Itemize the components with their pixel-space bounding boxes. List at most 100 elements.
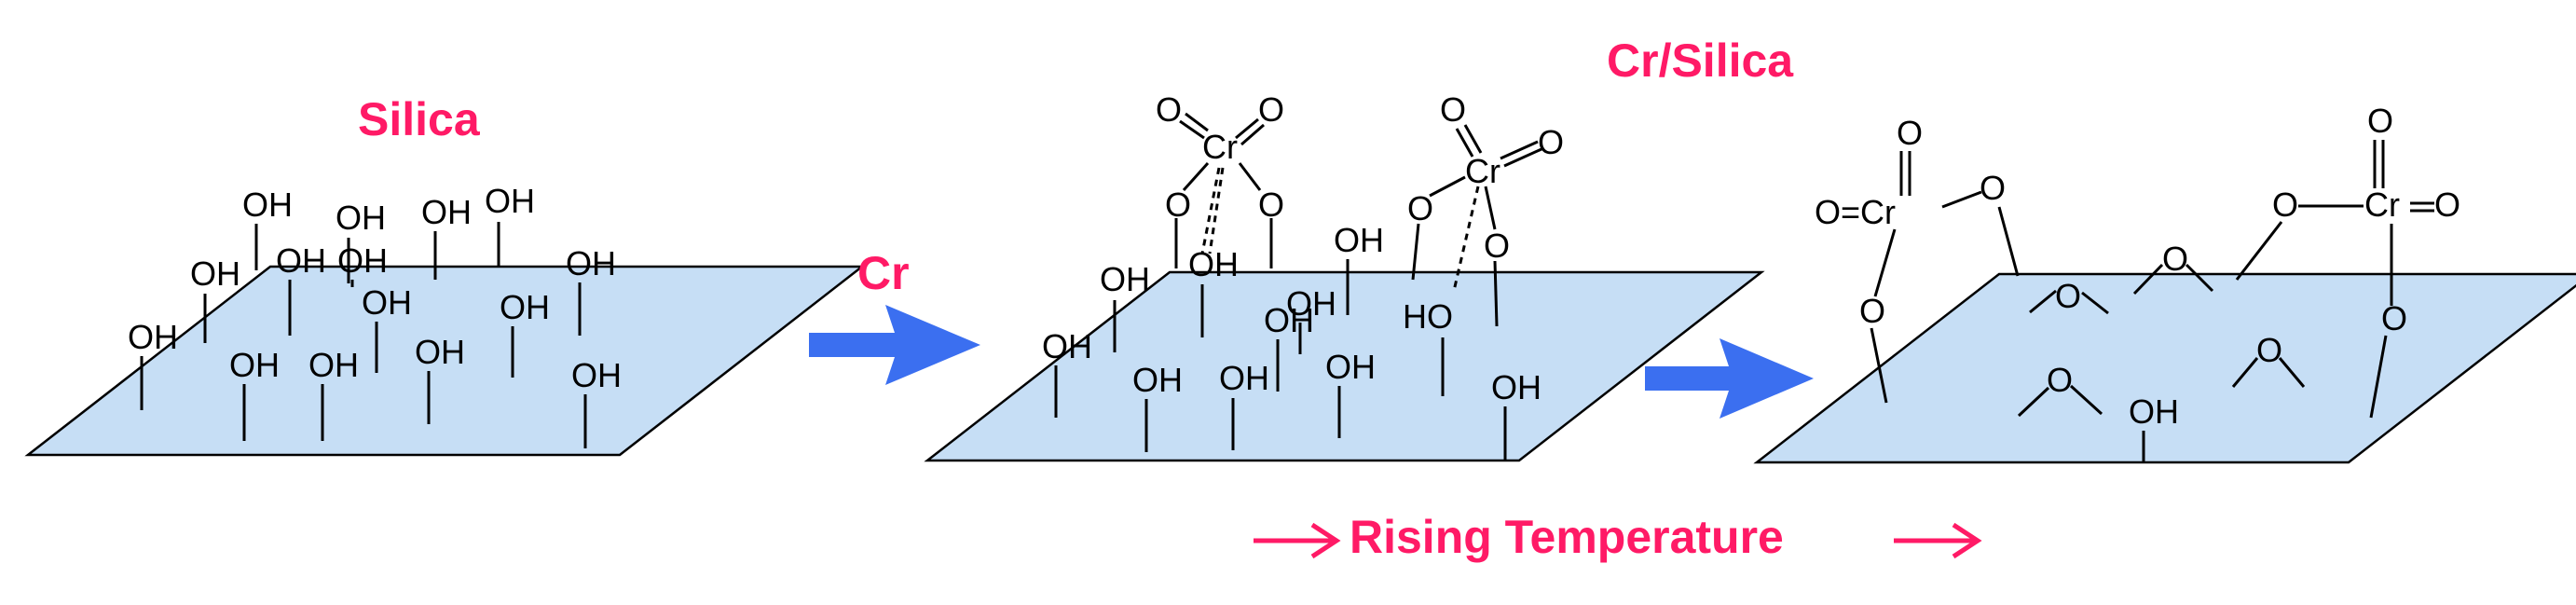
svg-text:OH: OH [2129, 392, 2179, 431]
cr-label: Cr [857, 247, 910, 299]
hydroxyl-group: OH [1491, 368, 1541, 461]
svg-text:O: O [2162, 240, 2188, 278]
svg-text:O: O [2272, 186, 2298, 224]
hydroxyl-group: OH [571, 356, 622, 448]
svg-text:OH: OH [229, 346, 280, 384]
svg-text:O: O [1440, 90, 1466, 129]
hydroxyl-group: OH [421, 193, 472, 280]
calcined-hydroxyl: OH [2129, 392, 2179, 462]
svg-text:OH: OH [336, 199, 386, 237]
hydroxyl-group: OH [1042, 327, 1092, 418]
svg-text:Cr: Cr [1465, 152, 1500, 190]
hydroxyl-group: OH [1132, 361, 1183, 452]
temperature-arrow-right [1894, 522, 1982, 559]
svg-text:OH: OH [421, 193, 472, 231]
svg-text:HO: HO [1403, 297, 1453, 336]
svg-text:O: O [1484, 227, 1510, 265]
hydroxyl-group: OH [308, 346, 359, 441]
hydroxyl-group: HO [1403, 297, 1453, 396]
svg-text:O: O [1165, 186, 1191, 224]
hydroxyl-group: OH [1286, 284, 1336, 354]
svg-text:O: O [2381, 299, 2407, 337]
svg-text:Cr: Cr [2364, 186, 2400, 224]
temperature-arrow-left [1254, 522, 1341, 559]
hydroxyl-group: OH [190, 254, 240, 343]
right-line-arrow-icon [1952, 522, 1982, 559]
svg-text:OH: OH [485, 182, 535, 220]
svg-text:O: O [1156, 90, 1182, 129]
right-block-arrow-icon [809, 305, 980, 385]
hydroxyl-group: OH [566, 244, 616, 336]
hydroxyl-group: OH [128, 318, 178, 410]
svg-text:OH: OH [1042, 327, 1092, 365]
svg-text:OH: OH [1188, 245, 1239, 283]
siloxane-bridge: O [2231, 331, 2306, 388]
svg-text:O: O [1538, 123, 1564, 161]
svg-text:OH: OH [415, 333, 465, 371]
hydroxyl-group: OH [1334, 221, 1384, 315]
hydroxyl-group: OH [1219, 359, 1269, 450]
silica-title: Silica [358, 93, 481, 145]
svg-text:OH: OH [242, 186, 293, 224]
svg-text:O: O [2055, 277, 2081, 315]
svg-text:O: O [1407, 189, 1433, 227]
svg-text:OH: OH [1219, 359, 1269, 397]
svg-text:O: O [1258, 186, 1284, 224]
svg-text:O: O [1859, 292, 1885, 330]
svg-text:O: O [1980, 169, 2006, 207]
svg-text:OH: OH [1132, 361, 1183, 399]
svg-text:OH: OH [190, 254, 240, 293]
svg-text:OH: OH [566, 244, 616, 282]
hydroxyl-group: OH [337, 241, 388, 287]
hydroxyl-group: OH [229, 346, 280, 441]
svg-text:O: O [1897, 114, 1923, 152]
svg-text:O: O [2256, 331, 2282, 369]
svg-text:OH: OH [362, 283, 412, 322]
svg-text:OH: OH [1491, 368, 1541, 406]
silica-plate [24, 265, 866, 457]
svg-text:OH: OH [308, 346, 359, 384]
process-arrow-2 [1645, 338, 1814, 419]
hydroxyl-group: OH [1264, 301, 1314, 392]
hydroxyl-group: OH [415, 333, 465, 424]
hydroxyl-group: OH [500, 288, 550, 378]
crsilica-hydroxyls: OH OH OH OH OH OH OH OH OH OH HO [1042, 221, 1541, 461]
svg-text:OH: OH [1325, 348, 1376, 386]
hydroxyl-group: OH [362, 283, 412, 373]
svg-text:OH: OH [1334, 221, 1384, 259]
svg-text:OH: OH [500, 288, 550, 326]
hydroxyl-group: OH [1325, 348, 1376, 438]
chromate-species-3: O=Cr O O O [1815, 114, 2020, 404]
hydroxyl-group: OH [1188, 245, 1239, 337]
rising-temperature-label: Rising Temperature [1350, 511, 1784, 563]
svg-text:Cr: Cr [1202, 128, 1238, 166]
svg-text:OH: OH [128, 318, 178, 356]
svg-text:OH: OH [337, 241, 388, 280]
siloxane-bridges: O O O O [2017, 240, 2306, 418]
svg-text:OH: OH [1264, 301, 1314, 339]
svg-text:OH: OH [1100, 260, 1150, 298]
svg-text:O=Cr: O=Cr [1815, 193, 1896, 231]
cr-silica-title: Cr/Silica [1607, 34, 1794, 87]
siloxane-bridge: O [2132, 240, 2214, 296]
svg-text:O: O [1258, 90, 1284, 129]
hydroxyl-group: OH [242, 186, 293, 270]
svg-text:OH: OH [571, 356, 622, 394]
silica-hydroxyls: OH OH OH OH OH OH OH OH OH OH OH OH OH O… [128, 182, 622, 448]
hydroxyl-group: OH [336, 199, 386, 283]
svg-text:O: O [2047, 361, 2073, 399]
chromate-species-1: Cr O O O O [1156, 90, 1284, 268]
svg-text:OH: OH [1286, 284, 1336, 323]
right-block-arrow-icon [1645, 338, 1814, 419]
siloxane-bridge: O [2017, 361, 2103, 418]
svg-text:O: O [2434, 186, 2460, 224]
right-line-arrow-icon [1310, 522, 1341, 559]
hydroxyl-group: OH [1100, 260, 1150, 352]
svg-text:O: O [2367, 102, 2393, 140]
chromate-species-2: Cr O O O O [1407, 90, 1564, 327]
svg-text:OH: OH [276, 241, 326, 280]
process-arrow-1 [809, 305, 980, 385]
cr-silica-plate [924, 270, 1765, 462]
